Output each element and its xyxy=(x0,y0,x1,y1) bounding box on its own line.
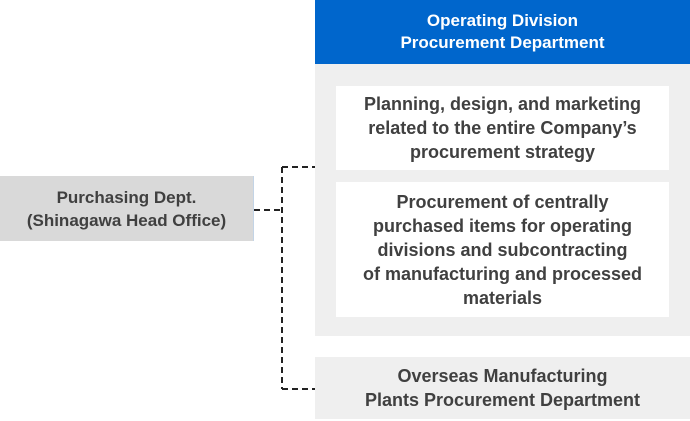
role-box-procurement: Procurement of centrally purchased items… xyxy=(336,182,669,317)
role-box-planning: Planning, design, and marketing related … xyxy=(336,86,669,170)
role-text-procurement: Procurement of centrally purchased items… xyxy=(362,191,643,308)
operating-division-header: Operating Division Procurement Departmen… xyxy=(315,0,690,64)
role-text-planning: Planning, design, and marketing related … xyxy=(363,94,642,162)
purchasing-dept-label: Purchasing Dept. (Shinagawa Head Office) xyxy=(26,187,227,230)
overseas-procurement-label: Overseas Manufacturing Plants Procuremen… xyxy=(364,366,641,410)
purchasing-dept-box: Purchasing Dept. (Shinagawa Head Office) xyxy=(0,176,254,241)
overseas-procurement-box: Overseas Manufacturing Plants Procuremen… xyxy=(315,357,690,419)
operating-division-title: Operating Division Procurement Departmen… xyxy=(400,11,605,52)
